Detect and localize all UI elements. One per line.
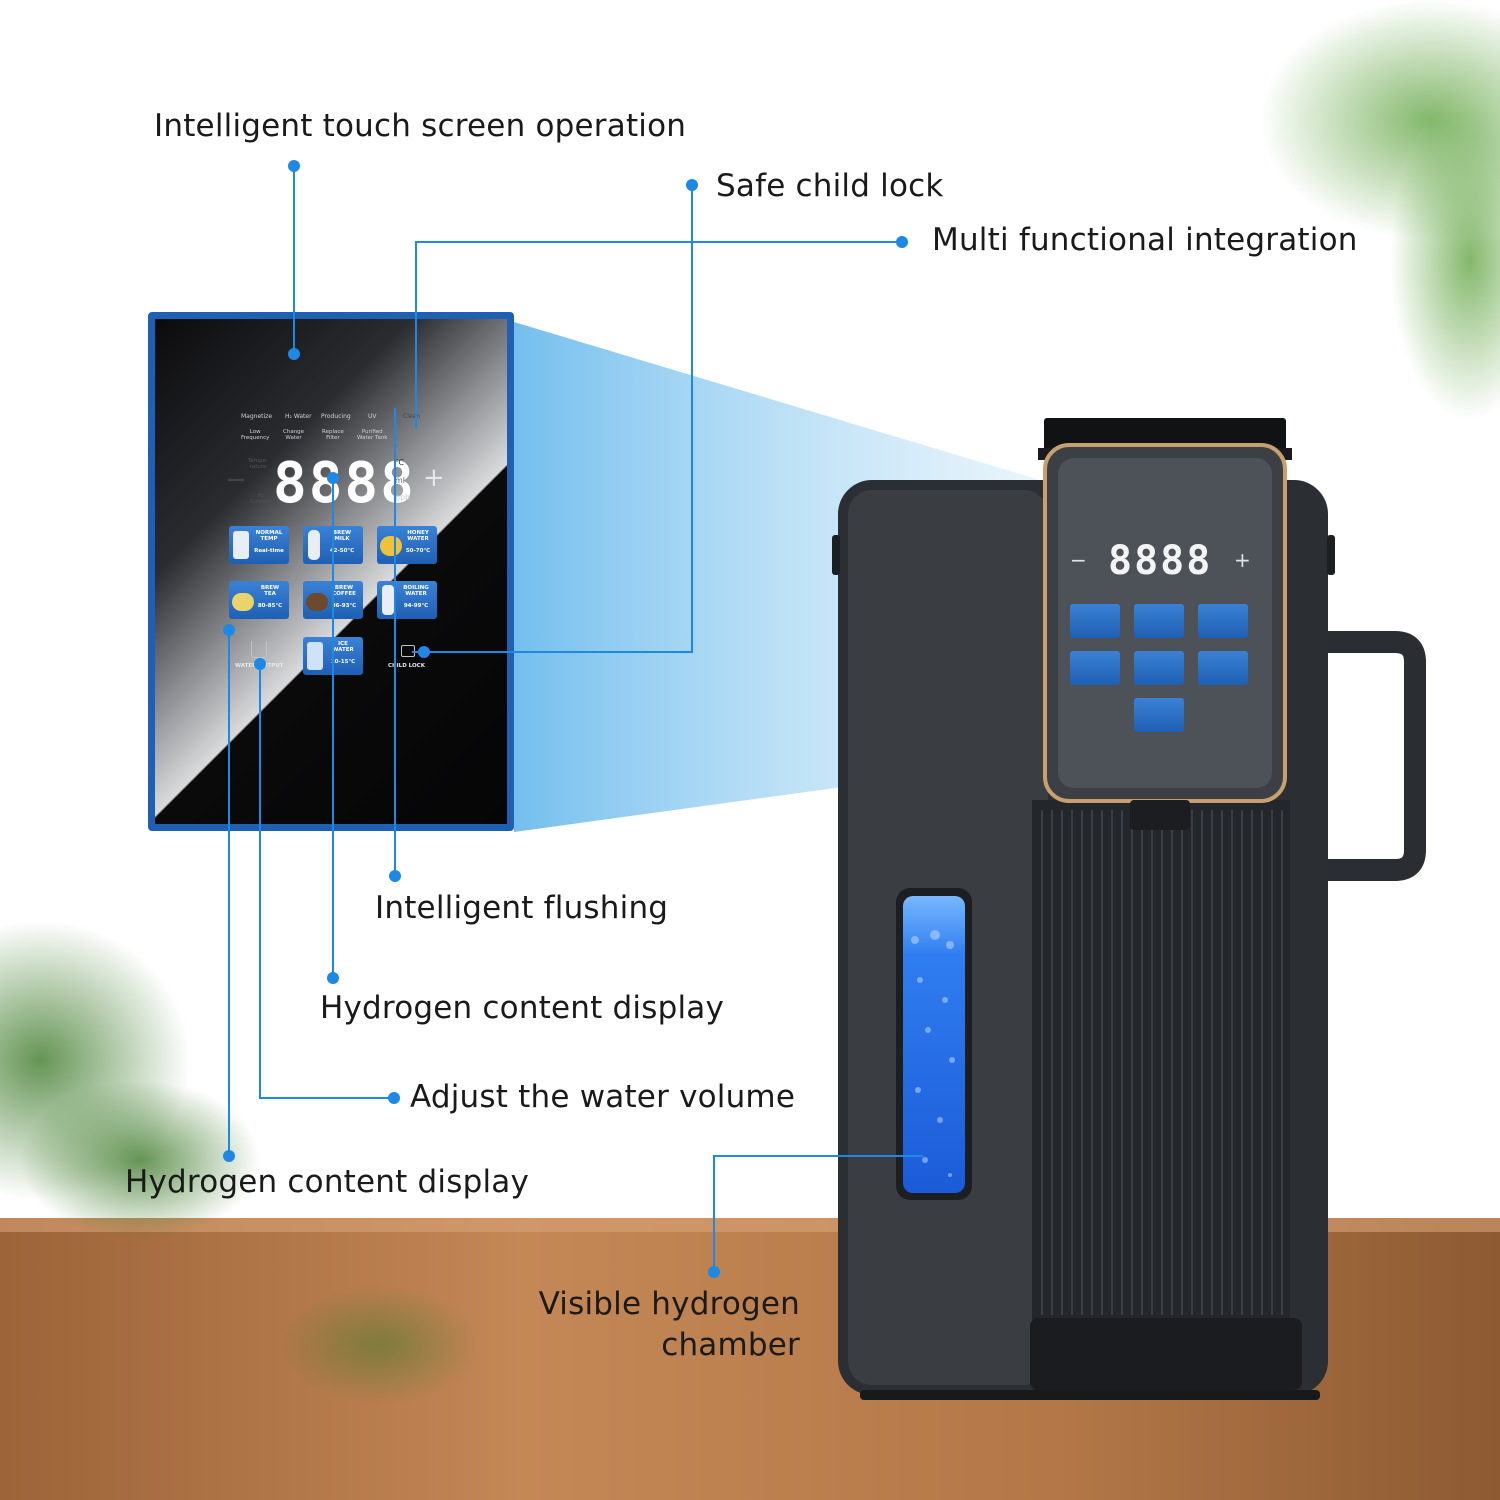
callout-chamber: Visible hydrogen chamber [538,1286,800,1363]
mini-plus: + [1234,548,1251,572]
status-producing: Producing [321,413,351,420]
brew-milk-button[interactable]: BREW MILK 42-50℃ [303,526,363,564]
minus-button[interactable]: − [225,465,247,495]
callout-hydrogen-display-1: Hydrogen content display [320,990,725,1026]
ice-water-button[interactable]: ICE WATER 10-15℃ [303,637,363,675]
plus-button[interactable]: + [423,463,445,493]
lock-icon[interactable] [401,645,415,657]
hydrogen-content-display: 8888 [273,451,416,516]
unit-celsius: ℃ [395,458,404,467]
mini-button-honey-water [1198,604,1248,638]
brew-tea-button[interactable]: BREW TEA 80-85℃ [229,581,289,619]
status-h2-water: H₂ Water [285,413,312,420]
honey-icon [380,536,402,556]
mini-button-ice-water [1134,698,1184,732]
mini-button-brew-milk [1134,604,1184,638]
unit-ppb: ppb [395,493,411,502]
callout-child-lock: Safe child lock [716,168,944,204]
callout-water-volume: Adjust the water volume [410,1079,796,1115]
mini-button-brew-coffee [1134,651,1184,685]
status-clean: Clean [403,413,421,420]
water-output-label: WATER OUTPUT [235,663,284,669]
bottle-icon [308,530,320,560]
enlarged-control-panel: Magnetize H₂ Water Producing UV Clean Lo… [148,312,514,831]
water-output-icon[interactable] [251,641,267,658]
ice-icon [307,642,323,670]
status-uv: UV [368,413,377,420]
status-magnetize: Magnetize [241,413,273,420]
mini-button-brew-tea [1070,651,1120,685]
callout-flushing: Intelligent flushing [375,890,669,926]
mini-display: 8888 [1108,538,1213,584]
device-mini-panel: 8888 − + [1058,458,1272,788]
callout-multi-function: Multi functional integration [932,222,1358,258]
honey-water-button[interactable]: HONEY WATER 50-70℃ [377,526,437,564]
callout-touch-screen: Intelligent touch screen operation [154,108,687,144]
child-lock-label: CHILD LOCK [388,663,425,669]
coffee-icon [306,593,328,611]
boiling-water-button[interactable]: BOILING WATER 94-99℃ [377,581,437,619]
temperature-label: Tempe-rature [248,458,269,470]
mini-minus: − [1070,548,1087,572]
mini-button-boiling-water [1198,651,1248,685]
brew-coffee-button[interactable]: BREW COFFEE 86-93℃ [303,581,363,619]
mini-button-normal-temp [1070,604,1120,638]
unit-ml: ml [395,476,406,485]
kettle-icon [382,585,394,615]
normal-temp-button[interactable]: NORMAL TEMP Real-time [229,526,289,564]
callout-hydrogen-display-2: Hydrogen content display [125,1164,530,1200]
tea-icon [232,593,254,611]
cup-icon [233,531,249,559]
